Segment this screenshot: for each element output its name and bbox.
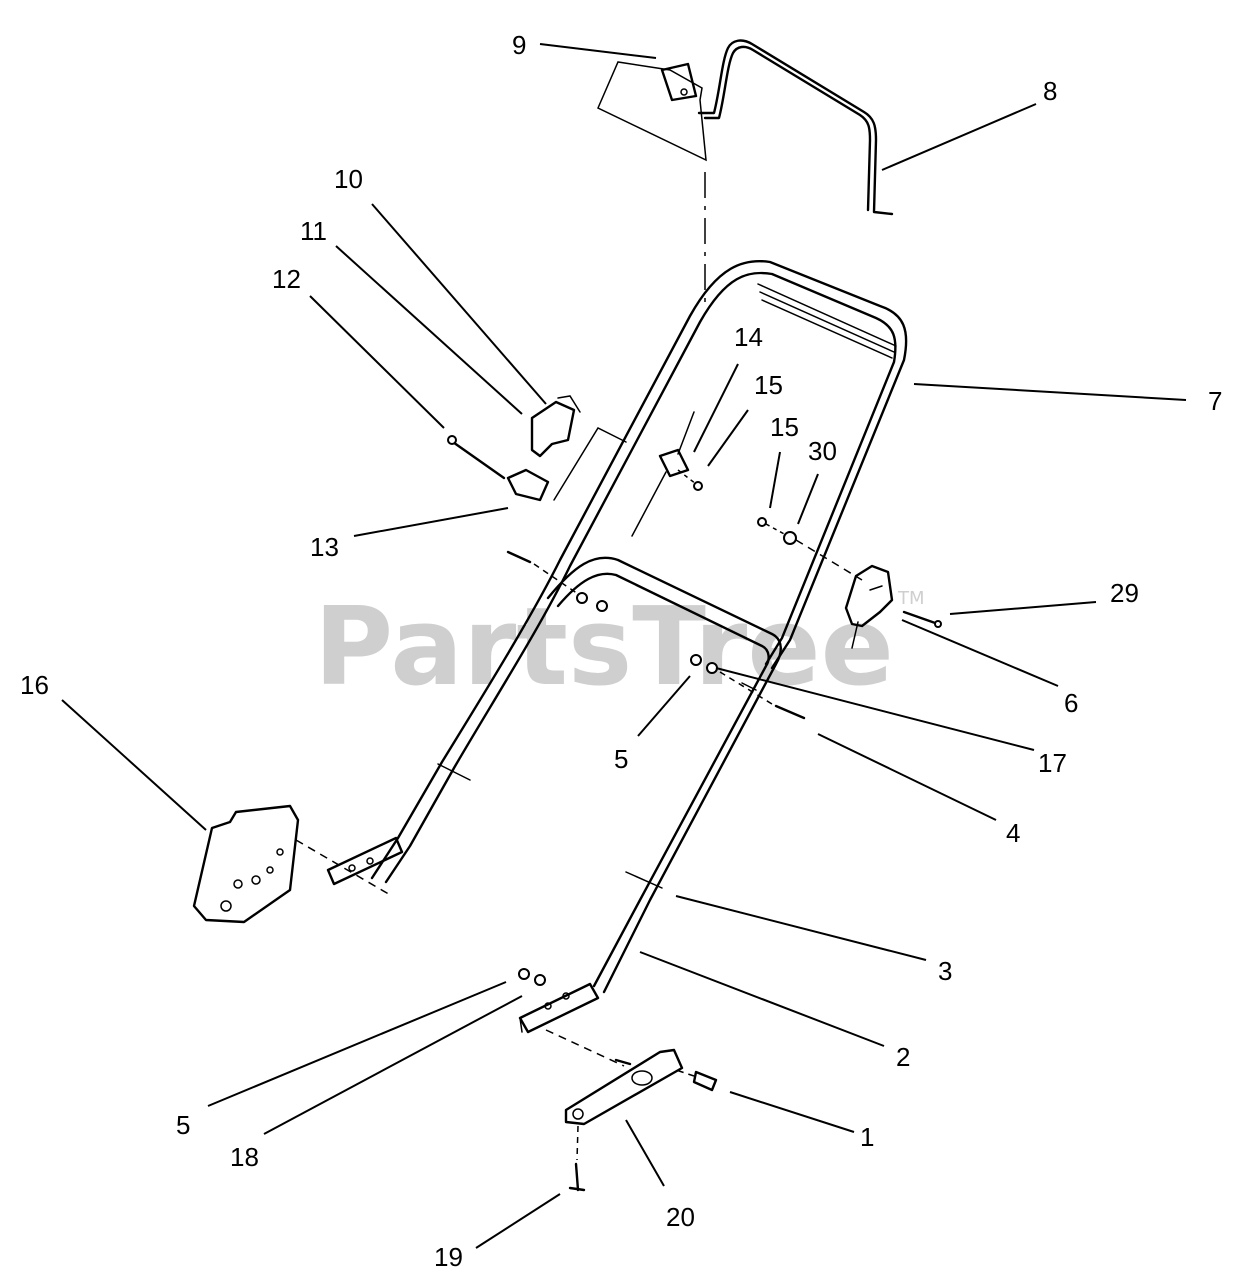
part-14-15-cable-guide[interactable]: [631, 411, 703, 537]
callout-3: 3: [938, 956, 952, 986]
callout-15-upper: 15: [754, 370, 783, 400]
callout-10: 10: [334, 164, 363, 194]
callout-labels: 9 8 10 11 12 13 14 15 15 30 7 29 6 16 5 …: [20, 30, 1222, 1272]
callout-29: 29: [1110, 578, 1139, 608]
part-4-5-17-middle-hardware[interactable]: [506, 550, 806, 720]
part-3-lower-handle[interactable]: [437, 556, 782, 994]
leader-lines: [61, 43, 1187, 1249]
callout-16: 16: [20, 670, 49, 700]
callout-30: 30: [808, 436, 837, 466]
part-7-upper-handle[interactable]: [326, 259, 908, 886]
callout-12: 12: [272, 264, 301, 294]
callout-8: 8: [1043, 76, 1057, 106]
callout-14: 14: [734, 322, 763, 352]
part-9-bail-bracket[interactable]: [597, 61, 707, 162]
part-1-bolt[interactable]: [675, 1069, 718, 1092]
part-19-screw[interactable]: [568, 1125, 586, 1192]
watermark-trademark: TM: [897, 588, 925, 609]
part-8-control-bail[interactable]: [697, 39, 894, 216]
callout-17: 17: [1038, 748, 1067, 778]
part-20-pivot-bracket[interactable]: [564, 1048, 684, 1126]
callout-19: 19: [434, 1242, 463, 1272]
part-10-11-12-13-knob-assembly[interactable]: [447, 395, 627, 502]
callout-7: 7: [1208, 386, 1222, 416]
part-16-bracket[interactable]: [192, 804, 393, 924]
part-5-18-lower-nut-washer[interactable]: [518, 968, 632, 1067]
part-6-29-cable-clamp[interactable]: [844, 564, 942, 649]
callout-18: 18: [230, 1142, 259, 1172]
part-2-handle-plate[interactable]: [518, 982, 600, 1034]
callout-2: 2: [896, 1042, 910, 1072]
callout-6: 6: [1064, 688, 1078, 718]
callout-15-lower: 15: [770, 412, 799, 442]
callout-13: 13: [310, 532, 339, 562]
part-15-30-screw-washer[interactable]: [757, 517, 863, 581]
callout-9: 9: [512, 30, 526, 60]
callout-11: 11: [300, 216, 327, 246]
callout-5-lower: 5: [176, 1110, 190, 1140]
callout-20: 20: [666, 1202, 695, 1232]
callout-1: 1: [860, 1122, 874, 1152]
callout-5-middle: 5: [614, 744, 628, 774]
callout-4: 4: [1006, 818, 1020, 848]
